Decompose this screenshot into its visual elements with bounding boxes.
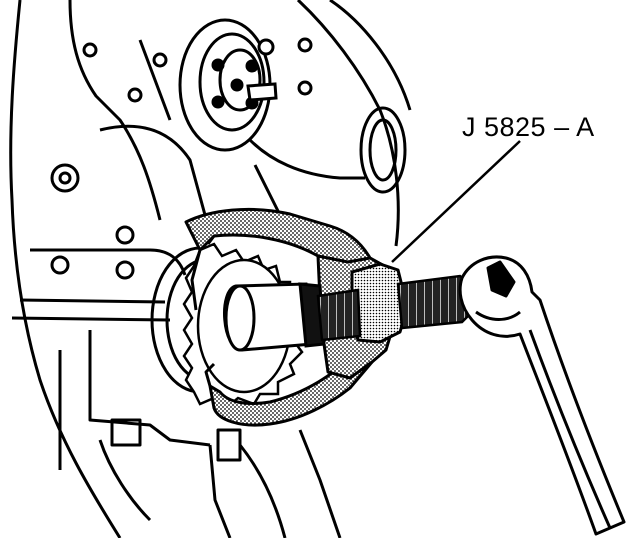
crankshaft-nose (223, 282, 326, 352)
cover-seal-ring (359, 106, 407, 194)
forcing-screw (316, 274, 472, 342)
engine-block (9, 0, 412, 538)
wrench (458, 255, 626, 536)
leader-line (391, 140, 521, 263)
puller-body (184, 207, 406, 427)
pump-drive-housing (178, 18, 278, 152)
tool-part-number-label: J 5825 – A (462, 112, 595, 142)
